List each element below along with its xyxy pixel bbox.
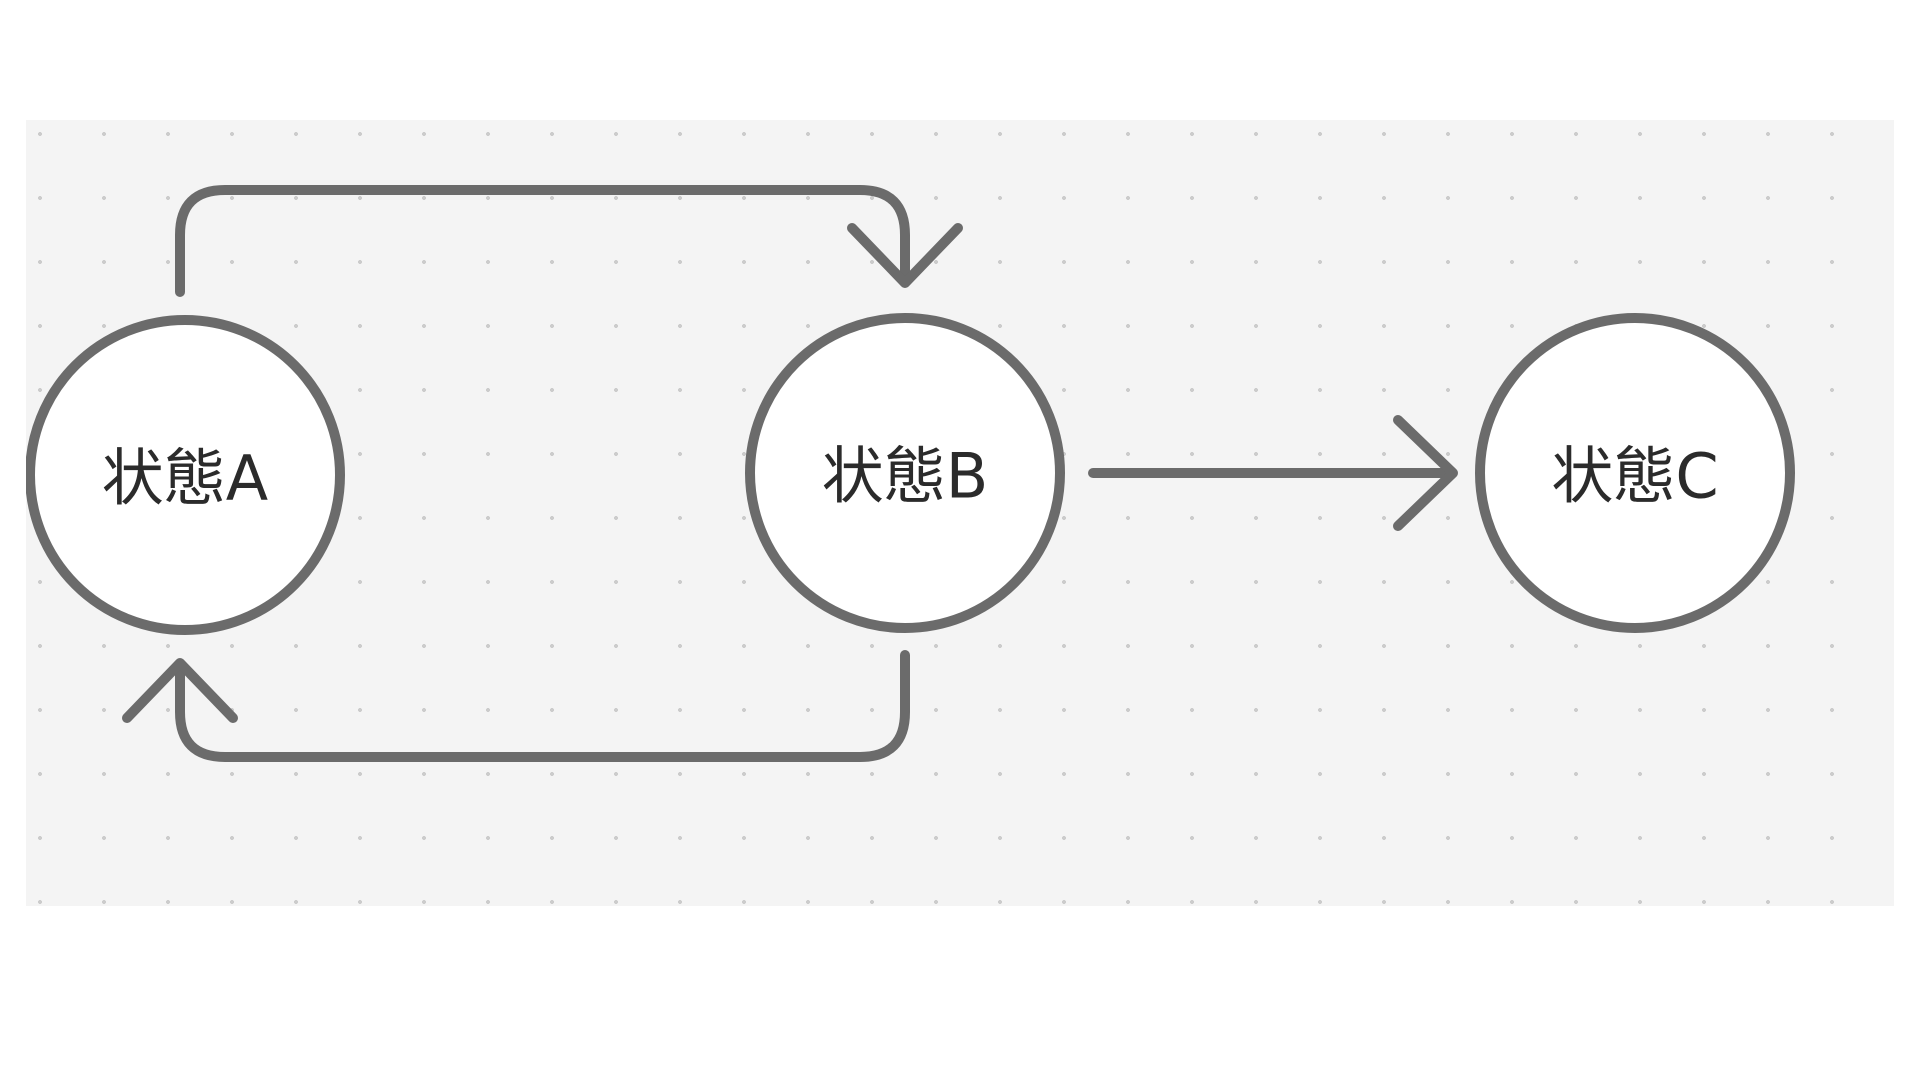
diagram-canvas[interactable] [26, 120, 1894, 906]
